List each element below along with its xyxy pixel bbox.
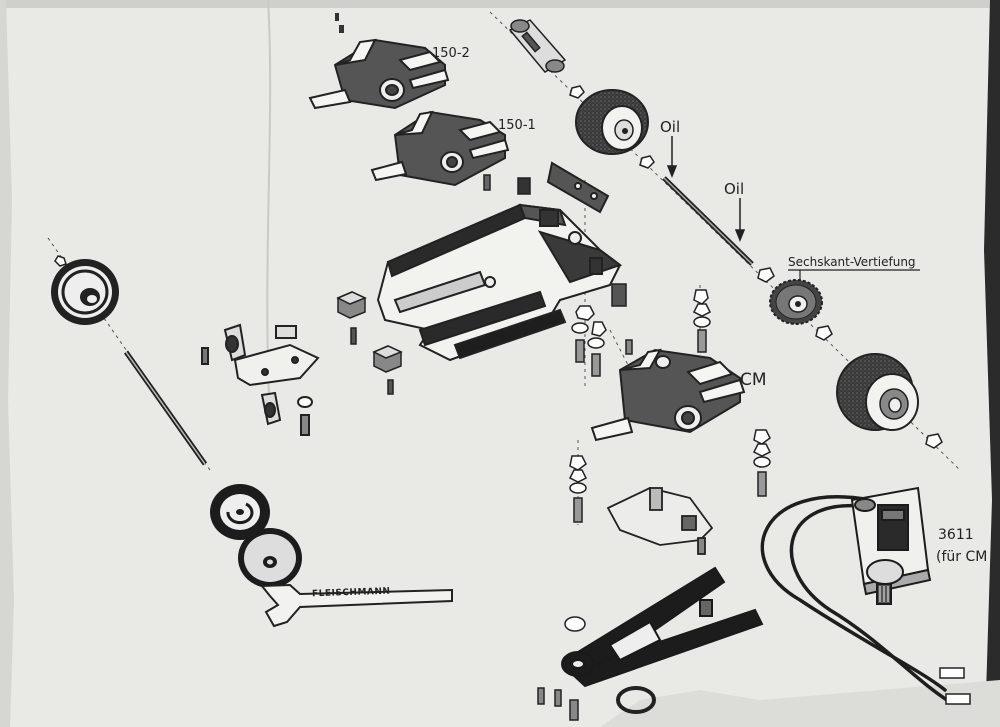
screw-stack-lower-right [752, 429, 772, 497]
small-nuts-center [483, 174, 531, 195]
front-axle-shaft [662, 176, 754, 266]
bottom-small-parts [537, 616, 656, 721]
chassis-frame [376, 161, 623, 362]
front-nut-4 [815, 325, 833, 341]
motor-wire-plugs [939, 667, 971, 705]
small-screws-top [335, 13, 344, 33]
label-hex-recess: Sechskant-Vertiefung [788, 255, 916, 269]
front-nut-3 [757, 267, 775, 283]
paper-edge-left [0, 0, 14, 727]
spacer-sleeve [508, 19, 567, 73]
motor-bracket-150-1 [370, 110, 510, 187]
rear-bracket [201, 323, 320, 436]
front-nut-5 [925, 433, 943, 449]
label-150-1: 150-1 [498, 118, 536, 133]
motor-3611 [850, 486, 932, 605]
front-nut-1 [569, 85, 585, 99]
right-rear-wheel [210, 484, 270, 540]
contact-plate [606, 487, 714, 555]
label-oil-1: Oil [660, 118, 681, 136]
crown-gear [769, 279, 823, 325]
paper-edge-right [984, 0, 1000, 727]
paper-edge-top [0, 0, 1000, 8]
left-wheel [51, 255, 119, 325]
screw-stack-center [571, 305, 633, 377]
rear-gear-disc [238, 528, 302, 588]
label-motor-note: (für CM [936, 549, 988, 565]
front-nut-2 [639, 155, 655, 169]
paper-tear-bottom [600, 680, 1000, 727]
wrench-tool [259, 583, 453, 628]
label-cm: CM [740, 370, 767, 390]
motor-bracket-cm [590, 348, 746, 442]
guide-arm [561, 566, 764, 688]
screw-stack-lower-left [568, 455, 588, 523]
rear-axle [123, 350, 208, 466]
front-tire-upper [575, 89, 649, 155]
oil-arrows [666, 136, 746, 243]
screw-stack-right [692, 289, 712, 353]
guide-blocks [336, 283, 627, 395]
label-150-2: 150-2 [432, 46, 470, 61]
motor-bracket-150-2 [308, 38, 450, 110]
label-motor-number: 3611 [938, 527, 974, 543]
label-oil-2: Oil [724, 180, 745, 198]
motor-wires [760, 495, 952, 704]
front-tire-lower [836, 353, 919, 431]
